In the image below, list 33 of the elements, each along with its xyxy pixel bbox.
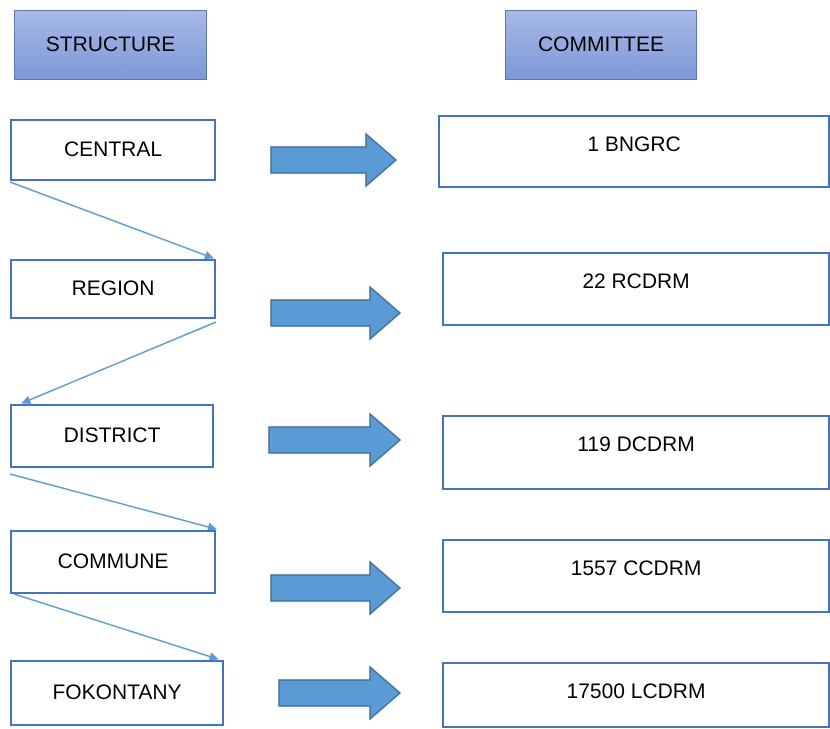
box-label: 119 DCDRM bbox=[577, 433, 695, 457]
box-label: FOKONTANY bbox=[52, 681, 182, 705]
block-arrow bbox=[270, 285, 402, 341]
committee-box bbox=[442, 415, 830, 490]
committee-box bbox=[442, 539, 830, 613]
committee-box bbox=[442, 662, 830, 728]
arrow bbox=[10, 181, 214, 260]
block-arrow bbox=[278, 665, 402, 721]
committee-box bbox=[442, 252, 830, 326]
committee-box bbox=[438, 115, 830, 188]
box-label: 1 BNGRC bbox=[587, 133, 681, 157]
level-box bbox=[10, 119, 216, 181]
block-arrow bbox=[270, 560, 402, 616]
level-box bbox=[10, 259, 216, 319]
box-label: CENTRAL bbox=[64, 138, 162, 162]
arrow bbox=[10, 473, 217, 532]
box-label: DISTRICT bbox=[64, 424, 160, 448]
level-box bbox=[10, 404, 214, 468]
box-label: REGION bbox=[72, 277, 154, 301]
box-label: COMMITTEE bbox=[538, 33, 664, 57]
arrow bbox=[21, 321, 216, 404]
level-box bbox=[10, 660, 224, 726]
level-box bbox=[10, 530, 216, 594]
box-label: 17500 LCDRM bbox=[566, 680, 706, 704]
header-box bbox=[505, 10, 697, 80]
block-arrow bbox=[270, 132, 398, 188]
box-label: COMMUNE bbox=[58, 550, 168, 574]
box-label: 22 RCDRM bbox=[582, 270, 690, 294]
arrow bbox=[14, 593, 218, 661]
block-arrow bbox=[268, 412, 402, 468]
box-label: 1557 CCDRM bbox=[570, 557, 702, 581]
header-box bbox=[14, 10, 207, 80]
box-label: STRUCTURE bbox=[46, 33, 176, 57]
